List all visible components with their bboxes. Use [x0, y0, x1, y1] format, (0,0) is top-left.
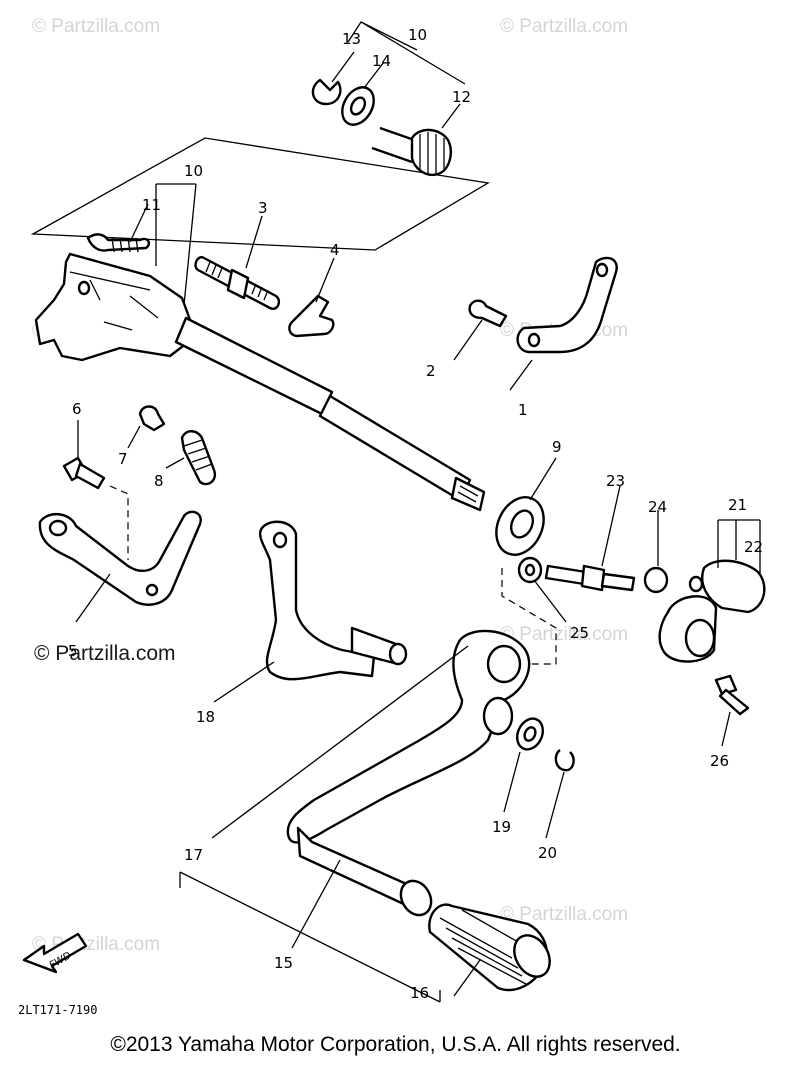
part-17-shift-pedal [286, 629, 531, 844]
copyright-notice: ©2013 Yamaha Motor Corporation, U.S.A. A… [110, 1033, 681, 1056]
part-2-bolt [468, 299, 508, 328]
callout-1: 1 [518, 401, 528, 419]
callout-10-top: 10 [408, 26, 427, 44]
diagram-code: 2LT171-7190 [18, 1003, 97, 1017]
callout-19: 19 [492, 818, 511, 836]
bracket-10-left [155, 183, 197, 306]
callout-20: 20 [538, 844, 557, 862]
callout-3: 3 [258, 199, 268, 217]
bracket-10-top [347, 21, 466, 85]
leader-lines [75, 51, 761, 997]
callout-18: 18 [196, 708, 215, 726]
watermark-text: © Partzilla.com [500, 904, 628, 925]
part-4-stopper [288, 294, 335, 338]
part-7-pin [138, 405, 166, 432]
callout-25: 25 [570, 624, 589, 642]
part-20-clip [554, 749, 575, 772]
callout-8: 8 [154, 472, 164, 490]
callout-22: 22 [744, 538, 763, 556]
part-24-nut [643, 566, 669, 594]
part-11-spring [86, 233, 151, 253]
callout-2: 2 [426, 362, 436, 380]
callout-23: 23 [606, 472, 625, 490]
callout-7: 7 [118, 450, 128, 468]
part-16-pedal-rubber [428, 903, 551, 991]
callout-17: 17 [184, 846, 203, 864]
watermark-text: © Partzilla.com [32, 16, 160, 37]
callout-9: 9 [552, 438, 562, 456]
callout-13: 13 [342, 30, 361, 48]
part-5-shift-arm [38, 510, 202, 606]
callout-24: 24 [648, 498, 667, 516]
part-26-bolt [714, 674, 750, 716]
bracket-15-16 [179, 871, 441, 1003]
callout-26: 26 [710, 752, 729, 770]
callout-15: 15 [274, 954, 293, 972]
watermark-text: © Partzilla.com [500, 624, 628, 645]
part-25-washer [517, 556, 543, 584]
callout-16: 16 [410, 984, 429, 1002]
part-13-circlip [311, 78, 342, 106]
part-21-joint-assembly [658, 559, 766, 663]
callout-10-left: 10 [184, 162, 203, 180]
callouts: 1 2 3 4 5 6 7 8 9 10 10 11 12 13 14 15 1… [68, 26, 763, 1002]
part-1-shift-arm [516, 256, 618, 354]
part-14-washer [341, 86, 375, 126]
group-outline-10 [30, 137, 490, 251]
part-19-washer [515, 717, 545, 751]
part-9-oil-seal [495, 496, 545, 556]
callout-6: 6 [72, 400, 82, 418]
watermark-text: © Partzilla.com [500, 16, 628, 37]
callout-11: 11 [142, 196, 161, 214]
alignment-line-5 [109, 485, 129, 560]
callout-4: 4 [330, 241, 340, 259]
watermark-text: © Partzilla.com [34, 642, 176, 665]
part-18-shift-arm [258, 520, 408, 681]
part-15-shaft [296, 826, 433, 917]
part-23-bolt [544, 564, 636, 592]
part-10-shift-shaft-assembly [34, 252, 486, 512]
part-6-bolt [62, 456, 106, 490]
part-3-stud-bolt [194, 256, 281, 310]
callout-5: 5 [68, 642, 78, 660]
part-8-spring [180, 430, 217, 486]
part-12-torsion-spring [371, 126, 452, 177]
callout-14: 14 [372, 52, 391, 70]
callout-21: 21 [728, 496, 747, 514]
alignment-line-25 [501, 568, 557, 665]
callout-12: 12 [452, 88, 471, 106]
